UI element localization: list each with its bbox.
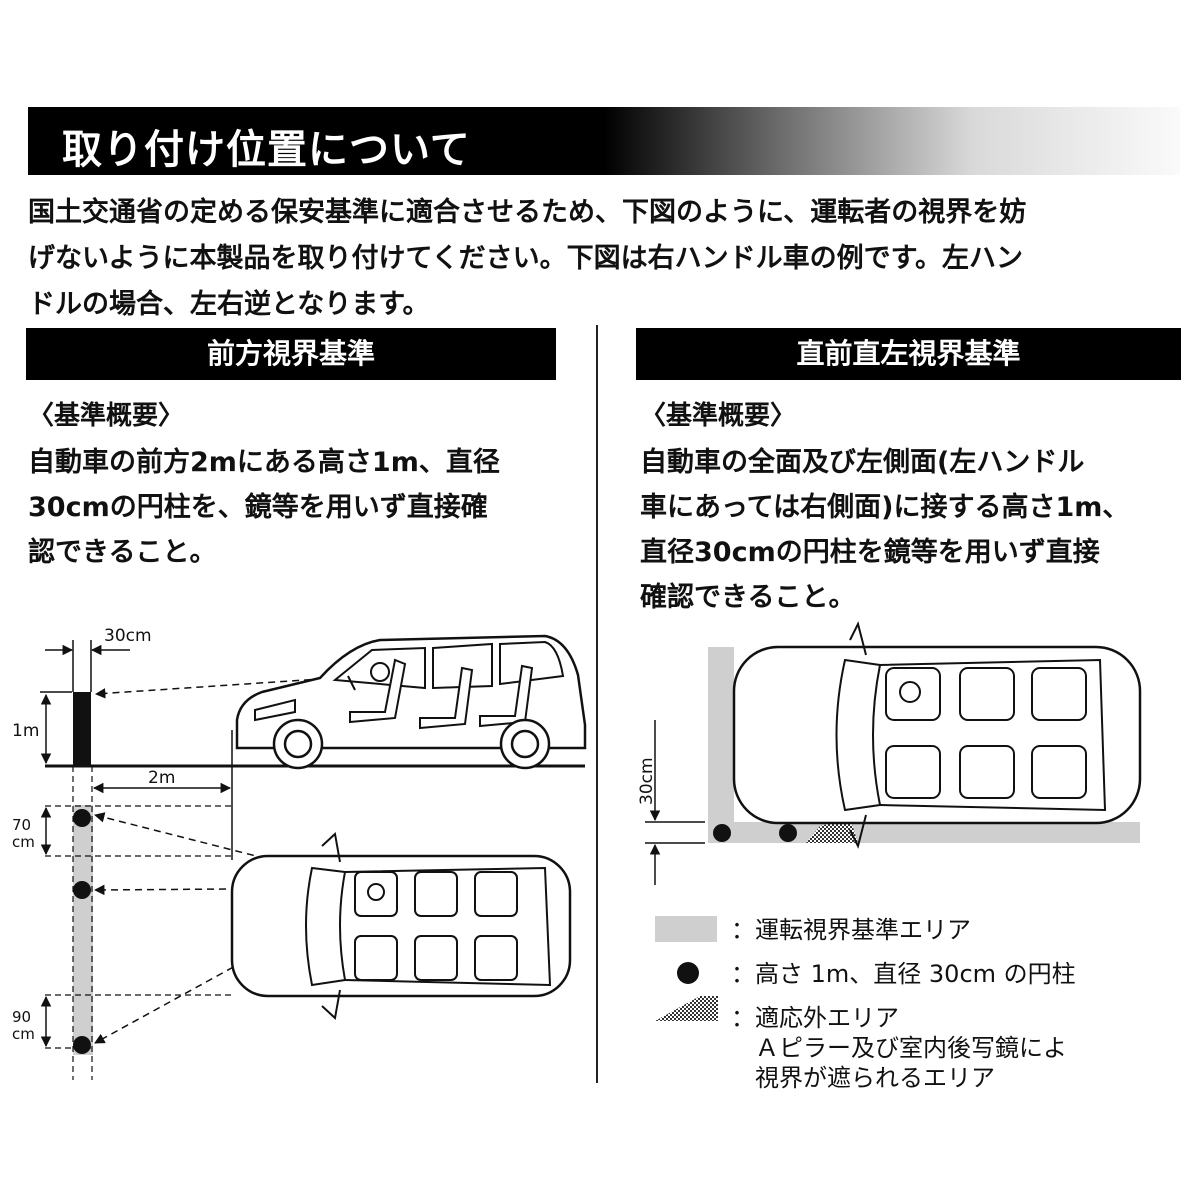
cylinder-marker xyxy=(73,809,91,827)
intro-line: 国土交通省の定める保安基準に適合させるため、下図のように、運転者の視界を妨 xyxy=(28,197,1027,228)
desc-line: 自動車の前方2mにある高さ1m、直径 xyxy=(28,447,500,478)
legend-text: ：適応外エリア xyxy=(731,1004,899,1032)
legend-text: Ａピラー及び室内後写鏡によ xyxy=(755,1034,1067,1062)
car-top-view-icon xyxy=(732,621,1142,849)
view-area-vertical xyxy=(708,647,734,843)
height-label: 1m xyxy=(12,721,39,741)
right-description: 自動車の全面及び左側面(左ハンドル 車にあっては右側面)に接する高さ1m、 直径… xyxy=(640,440,1185,620)
front-view-heading: 前方視界基準 xyxy=(26,328,556,380)
page-title: 取り付け位置について xyxy=(62,127,471,173)
direct-view-diagram: 30cm xyxy=(637,621,1142,1021)
cylinder-dot-icon xyxy=(677,962,699,984)
intro-line: げないように本製品を取り付けてください。下図は右ハンドル車の例です。左ハン xyxy=(28,243,1023,274)
right-sub-label: 〈基準概要〉 xyxy=(640,401,797,431)
bottom-gap-unit: cm xyxy=(12,1025,35,1043)
side-view-diagram: 30cm 1m 2m xyxy=(12,626,587,860)
desc-line: 自動車の全面及び左側面(左ハンドル xyxy=(640,447,1085,478)
gray-area-swatch xyxy=(655,916,717,942)
desc-line: 車にあっては右側面)に接する高さ1m、 xyxy=(640,492,1130,523)
legend-item-blind-desc: Ａピラー及び室内後写鏡によ xyxy=(755,1028,1067,1063)
intro-text: 国土交通省の定める保安基準に適合させるため、下図のように、運転者の視界を妨 げな… xyxy=(28,190,1188,328)
legend-item-blind-desc2: 視界が遮られるエリア xyxy=(755,1058,995,1093)
title-bar: 取り付け位置について xyxy=(28,107,1180,175)
view-area-horizontal xyxy=(708,822,1140,843)
car-side-view-icon xyxy=(235,634,587,770)
width-label: 30cm xyxy=(104,626,152,646)
cylinder-marker xyxy=(73,881,91,899)
cylinder-marker xyxy=(73,1036,91,1054)
distance-label: 2m xyxy=(148,768,175,788)
legend-text: 視界が遮られるエリア xyxy=(755,1064,995,1092)
left-description: 自動車の前方2mにある高さ1m、直径 30cmの円柱を、鏡等を用いず直接確 認で… xyxy=(28,440,568,575)
left-sub-label: 〈基準概要〉 xyxy=(28,401,185,431)
legend-text: ：高さ 1m、直径 30cm の円柱 xyxy=(731,960,1076,988)
desc-line: 認できること。 xyxy=(28,537,217,568)
hatched-area-icon xyxy=(655,996,718,1021)
cylinder-pole xyxy=(73,692,91,766)
bottom-gap-label: 90 xyxy=(12,1008,31,1026)
intro-line: ドルの場合、左右逆となります。 xyxy=(28,289,430,320)
top-view-diagram: 70 cm 90 cm xyxy=(12,766,572,1080)
direct-view-heading: 直前直左視界基準 xyxy=(636,328,1181,380)
car-top-view-icon xyxy=(230,832,572,1020)
top-gap-unit: cm xyxy=(12,833,35,851)
right-height-label: 30cm xyxy=(637,757,657,805)
legend-text: ：運転視界基準エリア xyxy=(731,916,971,944)
top-gap-label: 70 xyxy=(12,816,31,834)
column-divider xyxy=(596,325,598,1083)
desc-line: 直径30cmの円柱を鏡等を用いず直接 xyxy=(640,537,1100,568)
cylinder-marker xyxy=(779,824,797,842)
desc-line: 確認できること。 xyxy=(640,582,856,613)
cylinder-marker xyxy=(713,824,731,842)
view-area-strip xyxy=(73,805,93,1055)
desc-line: 30cmの円柱を、鏡等を用いず直接確 xyxy=(28,492,488,523)
